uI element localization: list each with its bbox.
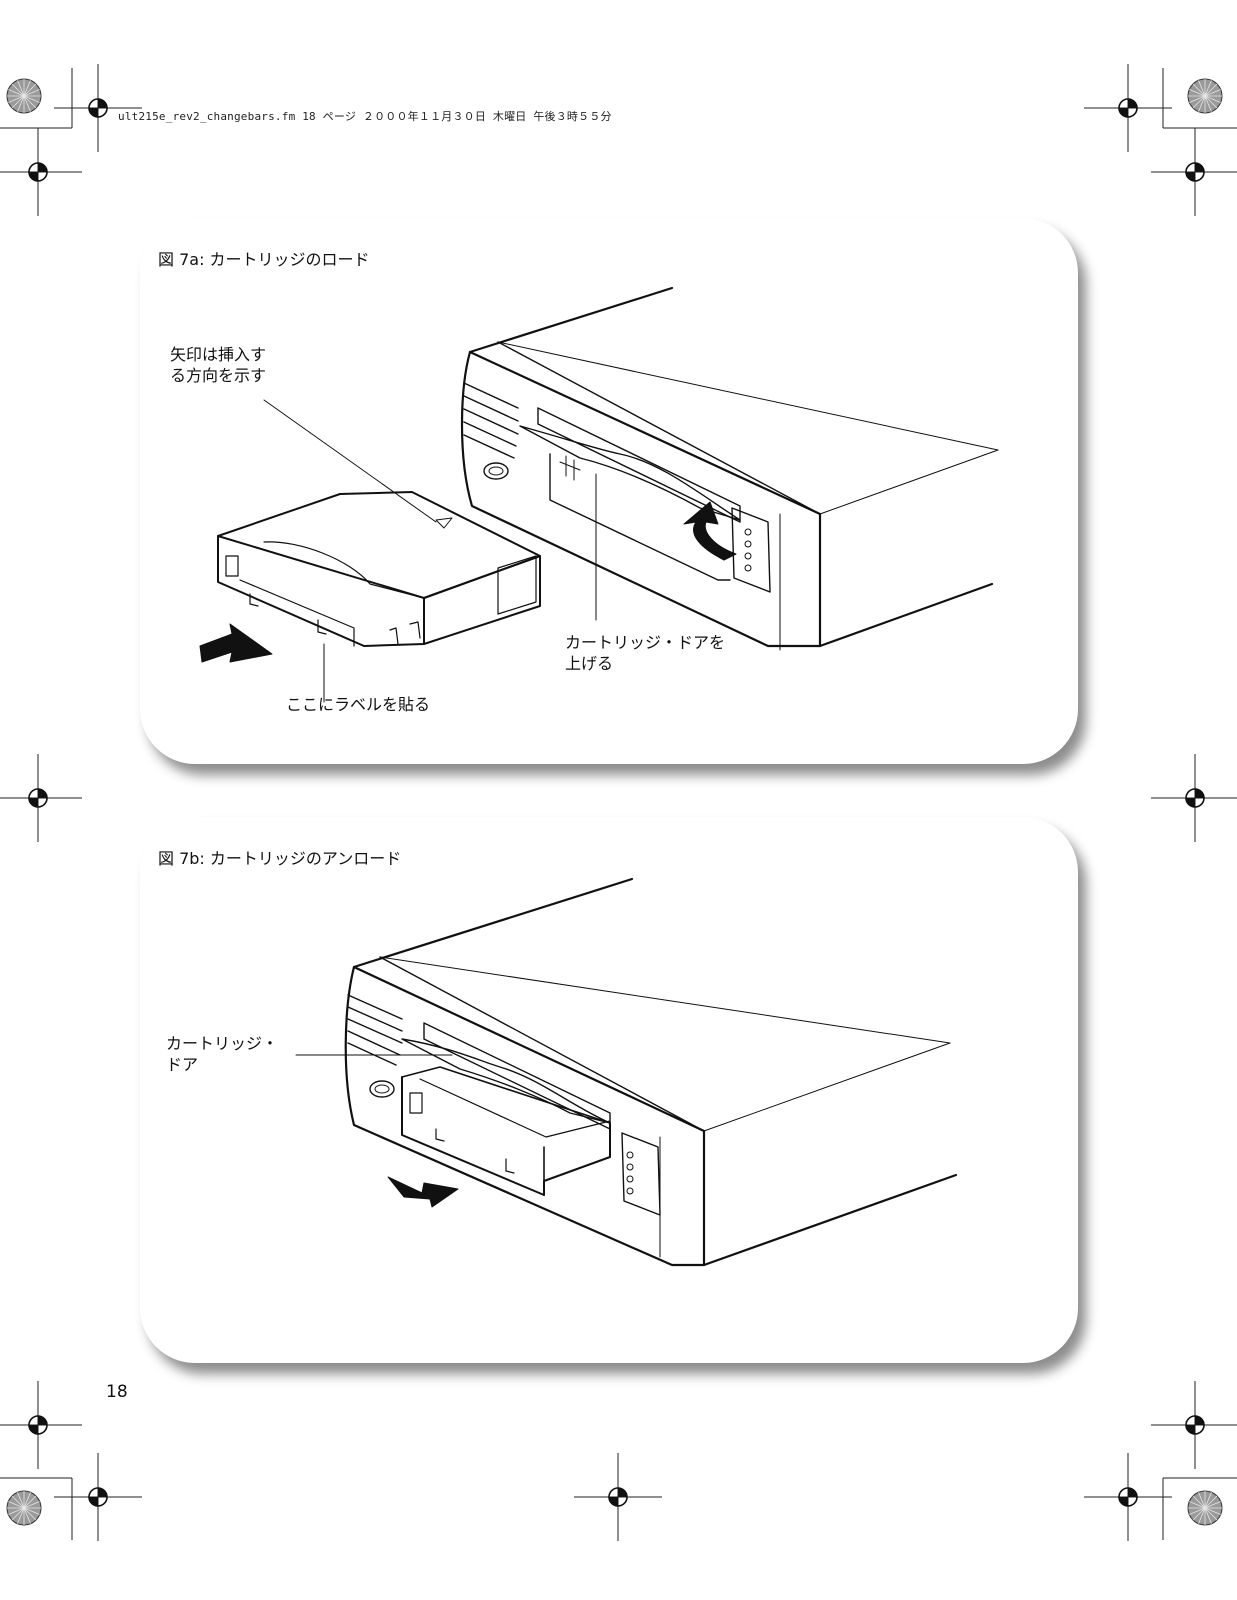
drive-door [401,1038,611,1124]
insert-arrow [199,623,273,663]
drive-door [519,425,741,521]
callout-cartridge-door: カートリッジ・ ドア [166,1034,279,1074]
cartridge-front [217,535,425,647]
page-number: 18 [106,1382,128,1402]
figure-7b-illustration [295,877,958,1267]
drive-side-bottom [702,1173,958,1267]
drive-side-bottom [818,582,994,648]
figure-7a-title: 図 7a: カートリッジのロード [158,250,370,269]
cartridge-top [217,491,541,599]
raise-door-arrow [683,501,737,561]
eject-arrow [387,1176,459,1208]
drive-top-edge [352,877,634,969]
drive-top-edge [468,286,674,354]
drive-front-outline [344,965,706,1267]
figure-7a-panel: 図 7a: カートリッジのロード [140,218,1078,764]
figure-7a-illustration [199,286,999,703]
print-header: ult215e_rev2_changebars.fm 18 ページ ２０００年１… [118,110,612,123]
callout-label-area: ここにラベルを貼る [286,695,431,714]
callout-raise-door: カートリッジ・ドアを 上げる [565,633,726,673]
ejected-cartridge-front [401,1076,611,1196]
figure-7b-panel: 図 7b: カートリッジのアンロード [140,817,1078,1363]
figure-7b-title: 図 7b: カートリッジのアンロード [158,849,402,868]
callout-insert-direction: 矢印は挿入す る方向を示す [170,345,267,385]
drive-front-outline [460,350,822,648]
